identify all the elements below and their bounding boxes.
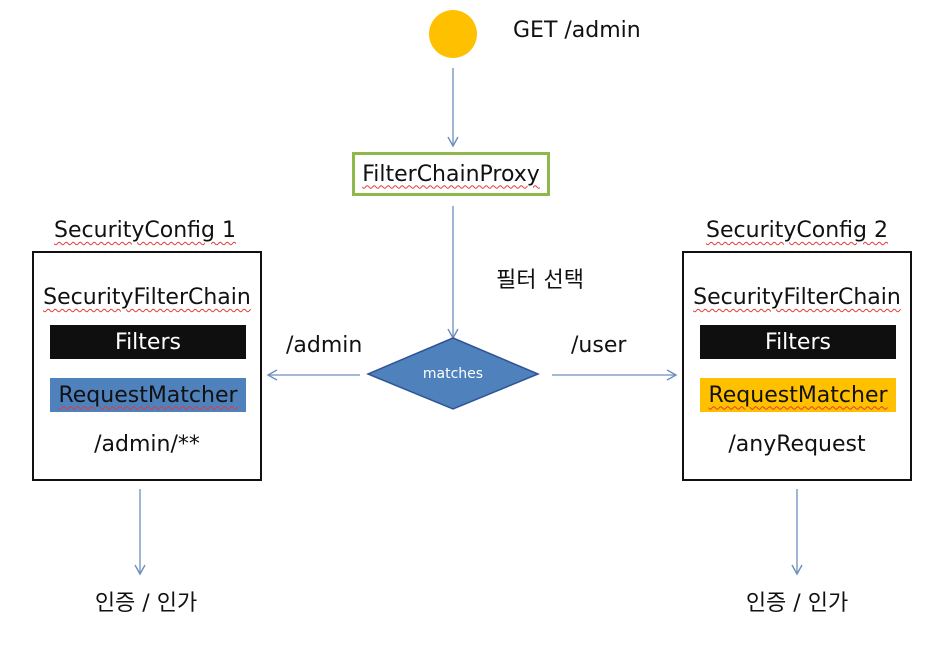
request-matcher-1-bar: RequestMatcher [50,378,246,412]
matches-label: matches [422,366,484,382]
request-label: GET /admin [513,18,641,43]
security-config-2-title: SecurityConfig 2 [706,218,888,243]
filters-1-bar: Filters [50,325,246,359]
security-filter-chain-2-label: SecurityFilterChain [693,285,901,310]
matches-diamond [366,337,540,410]
filters-1-label: Filters [115,329,181,355]
security-config-1-box: SecurityFilterChain Filters RequestMatch… [32,251,262,481]
pattern-1-label: /admin/** [94,432,200,457]
start-node [429,10,477,58]
security-config-1-title: SecurityConfig 1 [54,218,236,243]
security-filter-chain-1-label: SecurityFilterChain [43,285,251,310]
result-1-label: 인증 / 인가 [94,591,198,616]
security-config-2-box: SecurityFilterChain Filters RequestMatch… [682,251,912,481]
request-matcher-2-label: RequestMatcher [708,382,888,408]
filter-chain-proxy-label: FilterChainProxy [362,161,540,187]
pattern-2-label: /anyRequest [728,432,866,457]
result-2-label: 인증 / 인가 [745,591,849,616]
request-matcher-2-bar: RequestMatcher [700,378,896,412]
filters-2-bar: Filters [700,325,896,359]
left-path-label: /admin [286,333,363,358]
request-matcher-1-label: RequestMatcher [58,382,238,408]
filters-2-label: Filters [765,329,831,355]
right-path-label: /user [571,333,627,358]
filter-chain-proxy-box: FilterChainProxy [352,152,550,196]
decision-caption: 필터 선택 [496,268,584,293]
